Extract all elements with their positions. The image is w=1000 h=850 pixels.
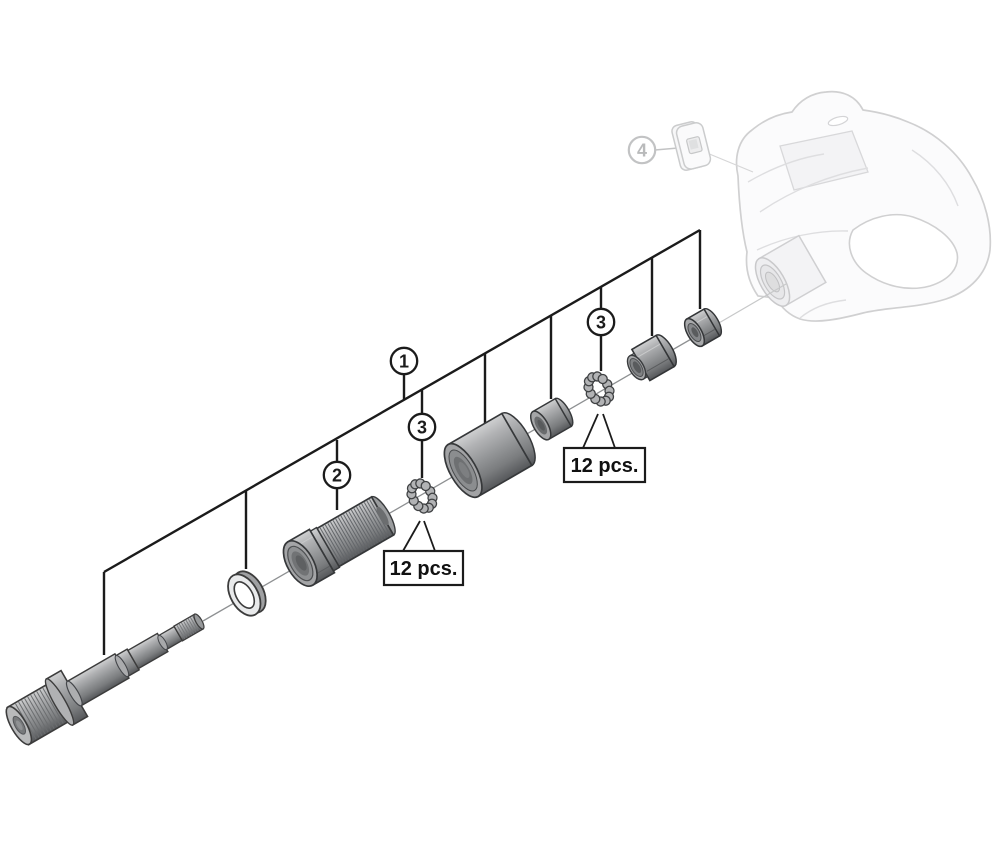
callout-3-lower-number: 3 bbox=[417, 418, 427, 438]
callout-2: 2 bbox=[322, 460, 352, 490]
cleat-adapter-plate bbox=[671, 121, 712, 171]
callout-4: 4 bbox=[627, 135, 754, 173]
callout-bracket bbox=[102, 228, 702, 655]
pedal-window-cutout bbox=[848, 213, 959, 290]
callout-4-number: 4 bbox=[637, 141, 647, 161]
pedal-body bbox=[735, 90, 992, 322]
adapter-threads bbox=[319, 499, 391, 565]
inner-cover bbox=[443, 412, 536, 499]
callout-3-upper-number: 3 bbox=[596, 313, 606, 333]
quantity-label-lower-text: 12 pcs. bbox=[390, 558, 458, 580]
quantity-label-lower: 12 pcs. bbox=[382, 520, 465, 587]
callout-3-lower: 3 bbox=[407, 412, 437, 442]
steel-balls-upper bbox=[577, 365, 621, 413]
lock-nut bbox=[683, 307, 723, 348]
axle-adapter bbox=[282, 495, 396, 587]
cone-nut bbox=[626, 334, 677, 382]
quantity-label-upper: 12 pcs. bbox=[562, 413, 647, 484]
quantity-label-upper-text: 12 pcs. bbox=[571, 455, 639, 477]
callout-3-upper: 3 bbox=[586, 307, 616, 337]
callout-1-number: 1 bbox=[399, 352, 409, 372]
pedal-axle bbox=[5, 613, 205, 746]
steel-balls-lower bbox=[400, 472, 444, 520]
assembly-axis-line-ghost bbox=[711, 283, 787, 328]
seal-washer bbox=[227, 570, 267, 617]
cone-spacer bbox=[529, 397, 574, 441]
callout-1: 1 bbox=[389, 346, 419, 376]
callout-2-number: 2 bbox=[332, 466, 342, 486]
pedal-axle-boss bbox=[754, 234, 827, 307]
